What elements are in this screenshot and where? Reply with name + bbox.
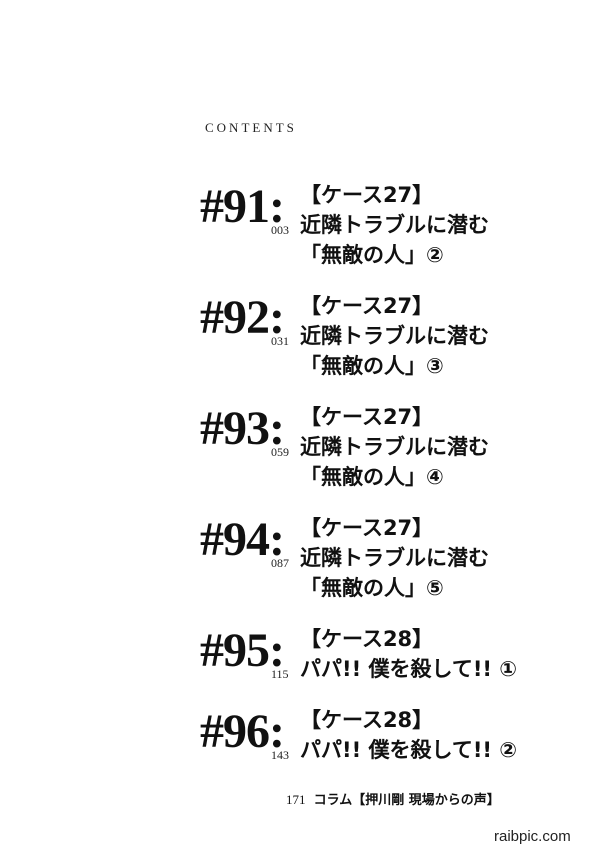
case-label: 【ケース27】 bbox=[300, 294, 434, 318]
page-number: 031 bbox=[271, 334, 289, 348]
chapter-title-line2: 「無敵の人」⑤ bbox=[300, 576, 444, 600]
chapter-title-line1: パパ!! 僕を殺して!! ② bbox=[300, 738, 518, 762]
toc-entry-93[interactable]: #93: 059 【ケース27】 近隣トラブルに潜む 「無敵の人」④ bbox=[200, 405, 590, 505]
case-label: 【ケース27】 bbox=[300, 516, 434, 540]
chapter-number: #94: bbox=[200, 513, 285, 566]
page-number: 171 bbox=[286, 792, 306, 807]
chapter-title-line2: 「無敵の人」④ bbox=[300, 465, 444, 489]
chapter-title-line2: 「無敵の人」② bbox=[300, 243, 444, 267]
page-number: 087 bbox=[271, 556, 289, 570]
chapter-title-line1: 近隣トラブルに潜む bbox=[300, 324, 489, 348]
case-label: 【ケース27】 bbox=[300, 183, 434, 207]
chapter-number: #96: bbox=[200, 705, 285, 758]
chapter-number: #92: bbox=[200, 291, 285, 344]
chapter-number: #95: bbox=[200, 624, 285, 677]
watermark: raibpic.com bbox=[494, 828, 571, 845]
chapter-title-line1: 近隣トラブルに潜む bbox=[300, 435, 489, 459]
chapter-number: #91: bbox=[200, 180, 285, 233]
page-number: 059 bbox=[271, 445, 289, 459]
page-number: 143 bbox=[271, 748, 289, 762]
case-label: 【ケース28】 bbox=[300, 708, 434, 732]
chapter-title-line1: パパ!! 僕を殺して!! ① bbox=[300, 657, 518, 681]
case-label: 【ケース27】 bbox=[300, 405, 434, 429]
toc-entry-92[interactable]: #92: 031 【ケース27】 近隣トラブルに潜む 「無敵の人」③ bbox=[200, 294, 590, 394]
toc-entry-94[interactable]: #94: 087 【ケース27】 近隣トラブルに潜む 「無敵の人」⑤ bbox=[200, 516, 590, 616]
case-label: 【ケース28】 bbox=[300, 627, 434, 651]
toc-entry-95[interactable]: #95: 115 【ケース28】 パパ!! 僕を殺して!! ① bbox=[200, 627, 590, 697]
chapter-title-line2: 「無敵の人」③ bbox=[300, 354, 444, 378]
chapter-title-line1: 近隣トラブルに潜む bbox=[300, 546, 489, 570]
chapter-title-line1: 近隣トラブルに潜む bbox=[300, 213, 489, 237]
chapter-number: #93: bbox=[200, 402, 285, 455]
page-number: 003 bbox=[271, 223, 289, 237]
toc-entry-91[interactable]: #91: 003 【ケース27】 近隣トラブルに潜む 「無敵の人」② bbox=[200, 183, 590, 283]
toc-entry-96[interactable]: #96: 143 【ケース28】 パパ!! 僕を殺して!! ② bbox=[200, 708, 590, 778]
toc-entry-column[interactable]: 171 コラム【押川剛 現場からの声】 bbox=[286, 789, 500, 808]
column-title: コラム【押川剛 現場からの声】 bbox=[313, 793, 500, 808]
page-number: 115 bbox=[271, 667, 289, 681]
contents-heading: CONTENTS bbox=[205, 120, 297, 135]
